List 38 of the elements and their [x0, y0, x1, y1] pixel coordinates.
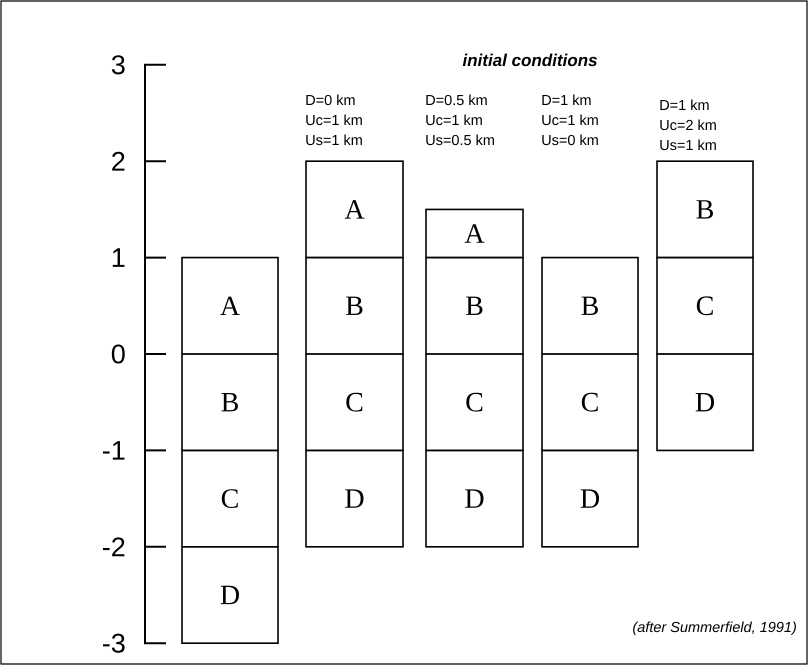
layer-box: B — [656, 160, 754, 258]
condition-label: D=0 km — [306, 94, 355, 106]
tick-label: 2 — [112, 152, 124, 171]
layer-box: C — [425, 353, 524, 452]
tick-label: 0 — [112, 344, 125, 364]
condition-label: D=1 km — [660, 100, 709, 110]
layer-box: B — [425, 256, 524, 355]
layer-box: D — [541, 450, 639, 548]
layer-box: C — [656, 256, 754, 355]
condition-label: Us=0 km — [542, 134, 598, 146]
condition-label: Uc=1 km — [306, 114, 362, 126]
layer-box: A — [305, 160, 404, 258]
title: initial conditions — [462, 54, 597, 66]
layer-box: D — [425, 450, 524, 548]
layer-box: A — [181, 256, 279, 355]
tick-label: -1 — [103, 441, 124, 460]
layer-box: D — [181, 546, 279, 644]
layer-box: B — [305, 256, 404, 355]
layer-box: C — [541, 353, 639, 452]
tick-label: 3 — [112, 55, 125, 74]
condition-label: Us=1 km — [306, 134, 362, 146]
condition-label: Uc=2 km — [660, 120, 716, 130]
condition-label: D=1 km — [542, 94, 591, 105]
caption: (after Summerfield, 1991) — [633, 622, 796, 635]
tick-label: -2 — [103, 537, 124, 556]
condition-label: D=0.5 km — [426, 94, 487, 106]
layer-box: B — [181, 353, 279, 452]
layer-box: C — [181, 450, 279, 548]
layer-box: C — [305, 353, 404, 452]
layer-box: D — [305, 450, 404, 548]
condition-label: Uc=1 km — [426, 114, 482, 126]
layer-box: D — [656, 353, 754, 452]
layer-box: A — [425, 208, 524, 258]
condition-label: Uc=1 km — [542, 114, 598, 126]
tick-label: -3 — [103, 634, 125, 653]
condition-label: Us=0.5 km — [426, 134, 494, 146]
layer-box: B — [541, 256, 639, 355]
tick-label: 1 — [112, 248, 124, 267]
